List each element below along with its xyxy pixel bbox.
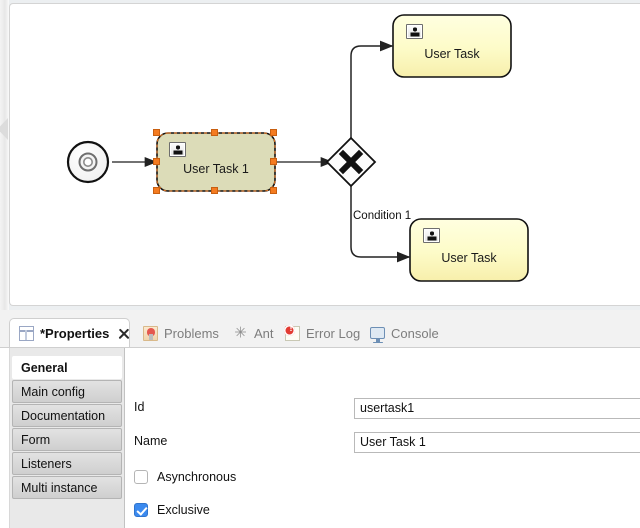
tab-ant-label: Ant — [254, 325, 274, 341]
selection-handle-s[interactable] — [211, 187, 218, 194]
selection-handle-n[interactable] — [211, 129, 218, 136]
section-item-general[interactable]: General — [12, 356, 122, 379]
section-item-label: General — [21, 360, 68, 375]
error-log-icon — [284, 323, 300, 341]
form-row-name: Name User Task 1 — [126, 432, 640, 454]
user-task-icon — [169, 142, 186, 157]
checkbox-row-exclusive[interactable]: Exclusive — [134, 501, 210, 519]
view-tab-bar: *Properties Problems Ant Error Log Conso… — [0, 318, 640, 348]
canvas-collapse-handle[interactable] — [0, 118, 8, 140]
tab-ant[interactable]: Ant — [224, 318, 283, 348]
properties-section-list: General Main config Documentation Form L… — [9, 348, 125, 528]
tab-error-log-label: Error Log — [306, 325, 361, 341]
section-item-label: Multi instance — [21, 480, 98, 495]
selection-handle-ne[interactable] — [270, 129, 277, 136]
exclusive-label: Exclusive — [157, 503, 210, 517]
properties-tab-panel: General Main config Documentation Form L… — [0, 347, 640, 528]
tab-console-label: Console — [391, 325, 439, 341]
section-item-label: Documentation — [21, 408, 106, 423]
section-item-label: Main config — [21, 384, 85, 399]
diagram-canvas[interactable]: User Task 1 User Task User Task Conditio… — [9, 3, 640, 306]
asynchronous-label: Asynchronous — [157, 470, 237, 484]
diagram-graphics — [66, 14, 529, 282]
problems-icon — [143, 325, 158, 341]
user-task-icon — [406, 24, 423, 39]
name-field[interactable]: User Task 1 — [354, 432, 640, 453]
section-item-listeners[interactable]: Listeners — [12, 452, 122, 475]
asynchronous-checkbox[interactable] — [134, 470, 148, 484]
selection-handle-nw[interactable] — [153, 129, 160, 136]
selection-handle-w[interactable] — [153, 158, 160, 165]
close-icon[interactable] — [117, 327, 130, 340]
id-label: Id — [134, 400, 145, 414]
tab-console[interactable]: Console — [361, 318, 448, 348]
tab-problems-label: Problems — [164, 325, 219, 341]
properties-view: *Properties Problems Ant Error Log Conso… — [0, 310, 640, 528]
diagram-canvas-area: User Task 1 User Task User Task Conditio… — [0, 0, 640, 310]
ant-icon — [233, 326, 248, 341]
id-field[interactable]: usertask1 — [354, 398, 640, 419]
exclusive-checkbox[interactable] — [134, 503, 148, 517]
user-task-icon — [423, 228, 440, 243]
section-item-label: Form — [21, 432, 51, 447]
section-item-documentation[interactable]: Documentation — [12, 404, 122, 427]
tab-problems[interactable]: Problems — [134, 318, 228, 348]
section-item-multi-instance[interactable]: Multi instance — [12, 476, 122, 499]
tab-error-log[interactable]: Error Log — [276, 318, 369, 348]
selection-handle-e[interactable] — [270, 158, 277, 165]
tab-properties[interactable]: *Properties — [9, 318, 130, 348]
console-icon — [370, 327, 385, 344]
section-item-form[interactable]: Form — [12, 428, 122, 451]
form-row-id: Id usertask1 — [126, 398, 640, 420]
properties-form: Id usertask1 Name User Task 1 Asynchrono… — [126, 348, 640, 528]
checkbox-row-asynchronous[interactable]: Asynchronous — [134, 468, 236, 486]
name-label: Name — [134, 434, 168, 448]
tab-properties-label: *Properties — [40, 326, 110, 341]
canvas-left-rail — [0, 0, 9, 310]
properties-icon — [19, 326, 34, 341]
section-item-label: Listeners — [21, 456, 72, 471]
selection-handle-se[interactable] — [270, 187, 277, 194]
selection-handle-sw[interactable] — [153, 187, 160, 194]
section-item-main-config[interactable]: Main config — [12, 380, 122, 403]
